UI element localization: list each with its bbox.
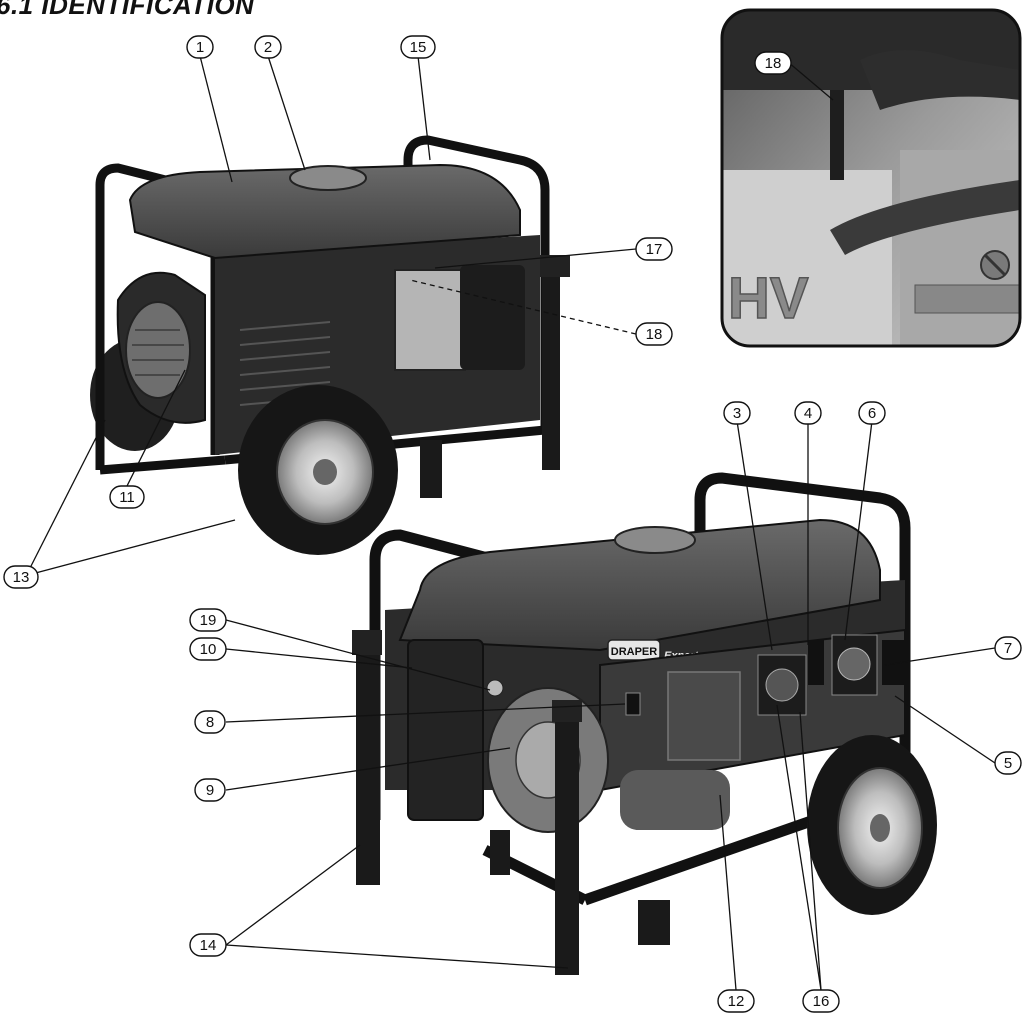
callout-14: 14 [189,933,227,957]
callout-9-label: 9 [206,782,214,799]
callout-4-label: 4 [804,405,812,422]
callout-15: 15 [400,35,436,59]
callout-15-label: 15 [410,39,427,56]
brand-badge-text: DRAPER [611,646,658,658]
callout-3-label: 3 [733,405,741,422]
callout-17-label: 17 [646,241,663,258]
callout-4: 4 [794,401,822,425]
fuel-cap-rear [289,165,367,191]
air-filter [407,639,484,821]
callout-18-inset: 18 [754,51,792,75]
circuit-breaker [808,640,824,685]
page-title: 6.1 IDENTIFICATION [0,0,255,20]
callout-6-label: 6 [868,405,876,422]
panel-label-plate [667,671,741,761]
callout-9: 9 [194,778,226,802]
generator-rear-view [90,135,570,555]
callout-1-label: 1 [196,39,204,56]
leader-lines [27,55,996,991]
callout-19: 19 [189,608,227,632]
callout-18-main: 18 [635,322,673,346]
fuel-cap-front [614,526,696,554]
callout-16-label: 16 [813,993,830,1010]
callout-11: 11 [109,485,145,509]
callout-14-label: 14 [200,937,217,954]
callout-18-main-label: 18 [646,326,663,343]
support-leg-right [555,720,579,975]
callout-5-label: 5 [1004,755,1012,772]
callout-17: 17 [635,237,673,261]
callout-18-inset-label: 18 [765,55,782,72]
callout-2: 2 [254,35,282,59]
callouts: 1 2 15 17 18 18 11 13 3 4 6 7 5 19 10 8 … [3,35,1022,1013]
rear-vent-grille [125,301,191,399]
callout-8: 8 [194,710,226,734]
callout-13-label: 13 [13,569,30,586]
callout-7: 7 [994,636,1022,660]
callout-16: 16 [802,989,840,1013]
callout-6: 6 [858,401,886,425]
callout-2-label: 2 [264,39,272,56]
inset-engine-letters: HV [728,266,809,331]
callout-12: 12 [717,989,755,1013]
engine-switch [625,692,641,716]
inset-frame [720,8,1022,348]
callout-8-label: 8 [206,714,214,731]
callout-13: 13 [3,565,39,589]
callout-1: 1 [186,35,214,59]
callout-12-label: 12 [728,993,745,1010]
callout-19-label: 19 [200,612,217,629]
callout-3: 3 [723,401,751,425]
callout-7-label: 7 [1004,640,1012,657]
fuel-tank-rear [128,163,521,260]
fuel-tank-front [398,518,881,652]
callout-5: 5 [994,751,1022,775]
inset-detail: HV [720,8,1022,348]
callout-10: 10 [189,637,227,661]
callout-10-label: 10 [200,641,217,658]
brand-badge [607,639,661,661]
dc-socket [882,640,904,685]
generator-front-view: DRAPER Expert [352,472,937,975]
callout-11-label: 11 [119,489,135,506]
